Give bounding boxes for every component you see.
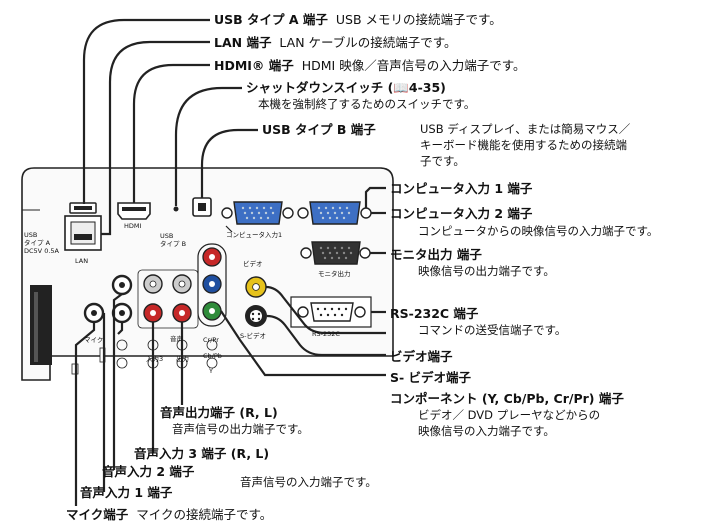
panel-label-y: Y [209, 367, 213, 375]
callout-video: ビデオ端子 [390, 349, 453, 364]
callout-shutdown-name: シャットダウンスイッチ (📖4-35) [246, 80, 446, 95]
panel-label-hdmi: HDMI [124, 222, 142, 230]
callout-component-desc: ビデオ／ DVD プレーヤなどからの 映像信号の入力端子です。 [418, 408, 601, 438]
panel-label-s-video: S-ビデオ [240, 332, 266, 340]
callout-usb-b-desc: USB ディスプレイ、または簡易マウス／ キーボード機能を使用するための接続端 … [420, 122, 631, 168]
callout-s-video: S- ビデオ端子 [390, 370, 472, 385]
callout-usb-a-desc: USB メモリの接続端子です。 [335, 12, 502, 27]
panel-label-mic: マイク [84, 336, 104, 344]
callout-usb-b-name: USB タイプ B 端子 [262, 122, 376, 137]
panel-label-output: 出力 [176, 355, 189, 363]
panel-label-input3: 入力3 [146, 355, 164, 363]
callout-computer-in2-desc: コンピュータからの映像信号の入力端子です。 [418, 224, 659, 238]
callout-shutdown-desc: 本機を強制終了するためのスイッチです。 [258, 97, 476, 111]
panel-label-cb-pb: Cb/Pb [203, 352, 222, 360]
callout-audio-in3: 音声入力 3 端子 (R, L) [134, 446, 270, 461]
rs232c-port-icon [290, 296, 372, 328]
callout-computer-in2: コンピュータ入力 2 端子 [390, 206, 533, 221]
callout-mic: マイク端子 マイクの接続端子です。 [66, 507, 272, 522]
panel-label-lan: LAN [75, 257, 89, 265]
computer-in2-port-icon [297, 201, 372, 225]
callout-usb-a-name: USB タイプ A 端子 [214, 12, 328, 27]
callout-audio-out-desc: 音声信号の出力端子です。 [172, 422, 309, 436]
callout-rs232c-desc: コマンドの送受信端子です。 [418, 323, 567, 337]
callout-usb-a: USB タイプ A 端子 USB メモリの接続端子です。 [214, 12, 502, 27]
callout-hdmi: HDMI® 端子 HDMI 映像／音声信号の入力端子です。 [214, 58, 525, 73]
callout-mic-desc: マイクの接続端子です。 [136, 507, 273, 522]
panel-label-computer-in1: コンピュータ入力1 [226, 231, 283, 239]
panel-label-monitor-out: モニタ出力 [318, 270, 351, 278]
callout-audio-in1: 音声入力 1 端子 [80, 485, 173, 500]
callout-audio-out: 音声出力端子 (R, L) [160, 405, 278, 420]
callout-lan: LAN 端子 LAN ケーブルの接続端子です。 [214, 35, 457, 50]
callout-hdmi-desc: HDMI 映像／音声信号の入力端子です。 [301, 58, 526, 73]
callout-rs232c: RS-232C 端子 [390, 306, 479, 321]
panel-label-rs232c: RS-232C [312, 330, 340, 338]
callout-audio-in-desc: 音声信号の入力端子です。 [240, 475, 377, 489]
computer-in1-port-icon [221, 201, 294, 225]
callout-computer-in1: コンピュータ入力 1 端子 [390, 181, 533, 196]
panel-label-audio: 音声 [170, 335, 183, 343]
callout-monitor-out: モニタ出力 端子 [390, 247, 482, 262]
panel-foot [30, 285, 52, 365]
callout-mic-name: マイク端子 [66, 507, 129, 522]
callout-audio-in2: 音声入力 2 端子 [102, 464, 195, 479]
shutdown-switch-icon [173, 206, 179, 212]
callout-component: コンポーネント (Y, Cb/Pb, Cr/Pr) 端子 [390, 391, 624, 406]
panel-label-cr-pr: Cr/Pr [203, 336, 219, 344]
monitor-out-port-icon [300, 241, 371, 265]
callout-lan-desc: LAN ケーブルの接続端子です。 [279, 35, 457, 50]
callout-hdmi-name: HDMI® 端子 [214, 58, 294, 73]
callout-monitor-out-desc: 映像信号の出力端子です。 [418, 264, 555, 278]
panel-label-video: ビデオ [243, 260, 263, 268]
callout-lan-name: LAN 端子 [214, 35, 272, 50]
